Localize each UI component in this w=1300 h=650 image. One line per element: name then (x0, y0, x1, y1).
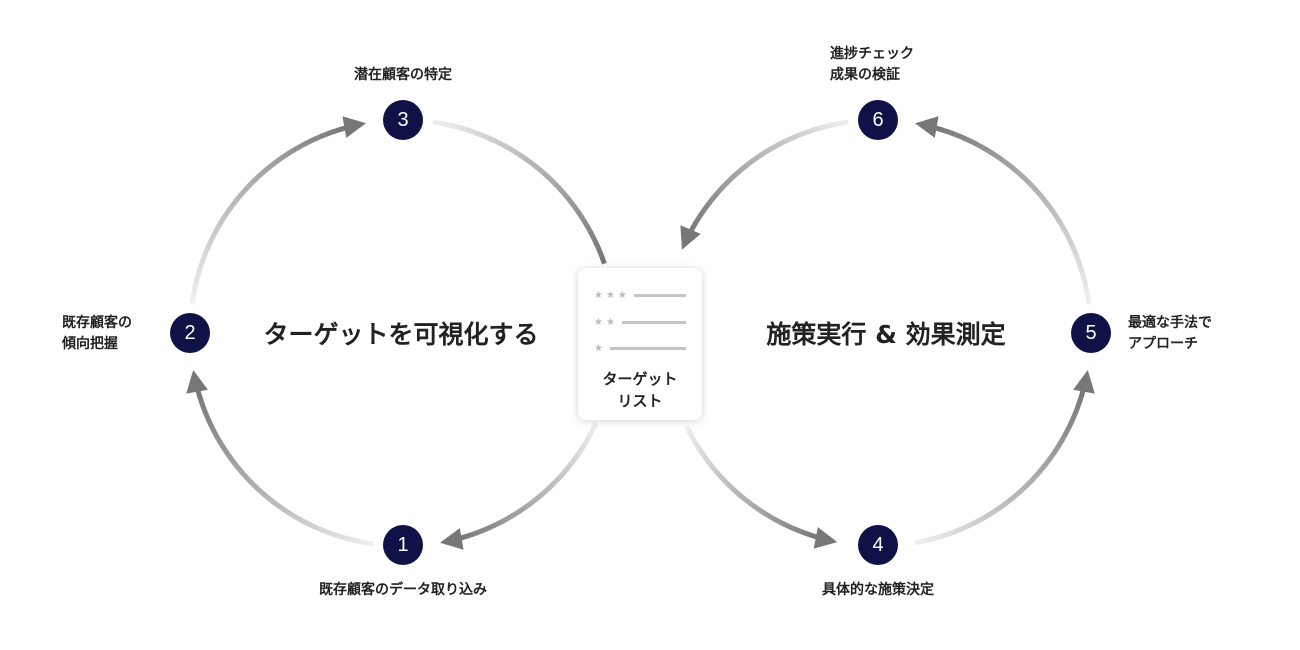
list-row: ★★ (594, 316, 686, 328)
step-node-4: 4 (858, 525, 898, 565)
arrow-6-to-list (680, 119, 849, 250)
line-placeholder (621, 320, 686, 324)
list-row: ★ (594, 342, 686, 354)
step-node-5: 5 (1071, 313, 1111, 353)
card-title-line: リスト (617, 392, 663, 410)
arrowhead-icon (342, 116, 367, 138)
step-label-5-line: アプローチ (1128, 336, 1198, 352)
left-cycle-title: ターゲットを可視化する (263, 320, 539, 349)
arrow-list-to-1 (439, 421, 599, 550)
target-list-card: ★★★ ★★ ★ ターゲットリスト (578, 268, 702, 420)
card-title-line: ターゲット (602, 370, 678, 388)
arrowhead-icon (1073, 369, 1095, 394)
arrow-2-to-3 (189, 116, 367, 304)
arrowhead-icon (439, 528, 464, 550)
step-label-2-line: 傾向把握 (62, 336, 118, 352)
step-node-6: 6 (858, 100, 898, 140)
arrowhead-icon (186, 369, 208, 394)
step-label-2-line: 既存顧客の (62, 315, 132, 331)
card-title: ターゲットリスト (578, 368, 702, 412)
step-label-6: 進捗チェック成果の検証 (830, 44, 914, 86)
step-label-4-line: 具体的な施策決定 (822, 582, 934, 598)
line-placeholder (609, 346, 686, 350)
arrowhead-icon (680, 225, 701, 250)
step-label-2: 既存顧客の傾向把握 (62, 313, 132, 355)
step-label-3-line: 潜在顧客の特定 (354, 67, 452, 83)
step-label-1-line: 既存顧客のデータ取り込み (319, 582, 487, 598)
step-node-3: 3 (383, 100, 423, 140)
arrowhead-icon (914, 116, 939, 138)
star-icon: ★★★ (594, 289, 630, 301)
star-icon: ★★ (594, 316, 618, 328)
step-label-6-line: 進捗チェック (830, 46, 914, 62)
step-label-5: 最適な手法でアプローチ (1128, 313, 1212, 355)
arrowhead-icon (813, 527, 838, 549)
list-row: ★★★ (594, 289, 686, 301)
step-label-5-line: 最適な手法で (1128, 315, 1212, 331)
arrow-3-to-list (432, 119, 607, 265)
arrow-1-to-2 (186, 369, 374, 547)
step-label-3: 潜在顧客の特定 (354, 65, 452, 86)
step-label-4: 具体的な施策決定 (822, 580, 934, 601)
step-node-2: 2 (170, 313, 210, 353)
step-label-6-line: 成果の検証 (830, 67, 900, 83)
right-cycle-title: 施策実行 & 効果測定 (766, 320, 1006, 349)
step-label-1: 既存顧客のデータ取り込み (319, 580, 487, 601)
arrow-5-to-6 (914, 116, 1092, 304)
star-icon: ★ (594, 342, 606, 354)
step-node-1: 1 (383, 525, 423, 565)
arrow-list-to-4 (684, 425, 838, 549)
line-placeholder (633, 293, 686, 297)
arrow-4-to-5 (914, 369, 1095, 546)
